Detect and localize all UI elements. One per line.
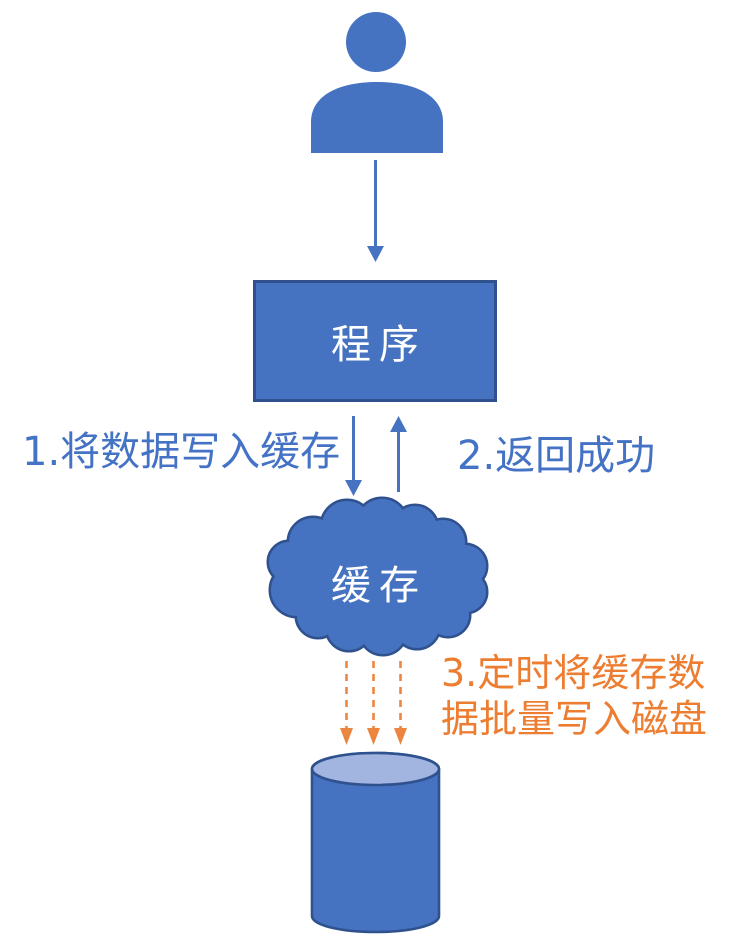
person-body [311,82,443,153]
step1-label: 1.将数据写入缓存 [22,429,341,475]
person-icon [311,12,443,153]
dashed-arrow-cache-to-disk-2 [367,661,380,745]
person-head [346,12,406,72]
program-node: 程序 [253,280,497,402]
dashed-arrow-cache-to-disk-1 [340,661,353,745]
arrow-program-to-cache-down [345,416,362,496]
disk-cylinder-icon [310,751,441,934]
arrow-user-to-program [367,160,384,262]
cylinder-top [310,751,441,787]
arrow-cache-to-program-up [390,416,407,492]
step3-label: 3.定时将缓存数 据批量写入磁盘 [441,650,707,742]
dashed-arrow-cache-to-disk-3 [394,661,407,745]
program-node-label: 程序 [331,322,427,368]
step3-label-line2: 据批量写入磁盘 [441,697,708,741]
cache-node-label: 缓存 [331,563,427,609]
cache-node: 缓存 [255,498,495,654]
step3-label-line1: 3.定时将缓存数 [441,651,706,695]
step2-label: 2.返回成功 [457,433,656,479]
